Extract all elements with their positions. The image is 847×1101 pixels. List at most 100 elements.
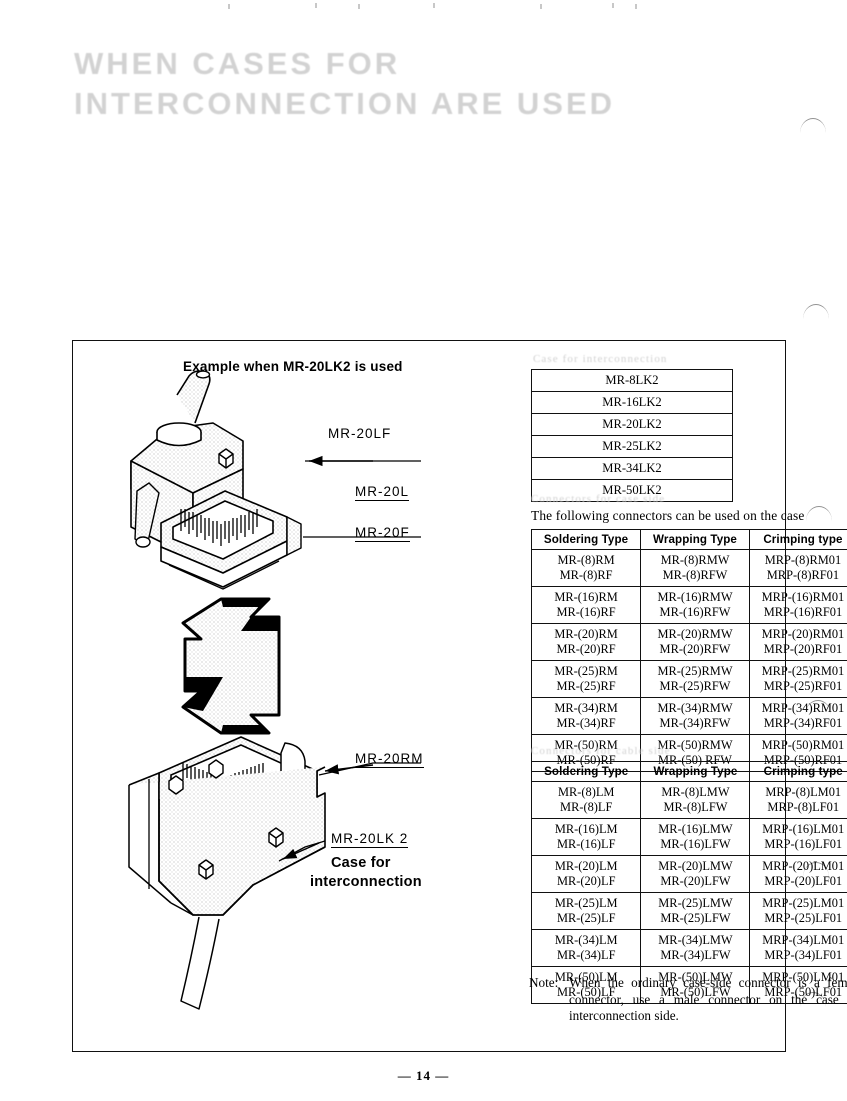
part-number-cell: MR-(25)RMW MR-(25)RFW: [640, 660, 750, 698]
part-number-cell: MR-(50)LMW MR-(50)LFW: [640, 966, 751, 1004]
scan-speck: [358, 4, 360, 9]
table-row: MR-50LK2: [531, 479, 733, 502]
scan-arc-artifact: [806, 506, 832, 521]
part-number-cell: MRP-(25)RM01 MRP-(25)RF01: [748, 660, 847, 698]
part-number-cell: MR-(34)RMW MR-(34)RFW: [640, 697, 750, 735]
table-row: MR-25LK2: [531, 435, 733, 458]
scan-arc-artifact: [800, 118, 826, 133]
part-number-cell: MR-(16)LM MR-(16)LF: [530, 818, 642, 856]
part-number-cell: MRP-(34)RM01 MRP-(34)RF01: [748, 697, 847, 735]
column-header: Soldering Type: [530, 529, 642, 550]
scan-speck: [228, 4, 230, 9]
table-row: MR-34LK2: [531, 457, 733, 480]
part-number-cell: MRP-(25)LM01 MRP-(25)LF01: [749, 892, 847, 930]
note-block: Note: When the ordinary case-side connec…: [529, 975, 847, 1025]
ghost-page-title: WHEN CASES FOR INTERCONNECTION ARE USED: [74, 46, 616, 121]
part-number-cell: MR-(16)RMW MR-(16)RFW: [640, 586, 750, 624]
part-number-cell: MRP-(34)LM01 MRP-(34)LF01: [749, 929, 847, 967]
part-number-cell: MR-(8)LM MR-(8)LF: [530, 781, 642, 819]
part-number-cell: MR-(25)LM MR-(25)LF: [530, 892, 642, 930]
scan-speck: [433, 3, 435, 8]
part-number-cell: MRP-(20)LM01 MRP-(20)LF01: [749, 855, 847, 893]
table-row: MR-20LK2: [531, 413, 733, 436]
table-row: MR-16LK2: [531, 391, 733, 414]
connector-assembly-drawing: [128, 370, 421, 1010]
case-part-number: MR-20LK2: [531, 413, 733, 436]
column-header: Wrapping Type: [640, 529, 750, 550]
label-mr20rm: MR-20RM: [355, 751, 424, 768]
part-number-cell: MR-(34)LMW MR-(34)LFW: [640, 929, 751, 967]
part-number-cell: MR-(34)LM MR-(34)LF: [530, 929, 642, 967]
note-label: Note:: [529, 975, 559, 990]
part-number-cell: MRP-(16)RM01 MRP-(16)RF01: [748, 586, 847, 624]
label-interconnection: interconnection: [310, 874, 422, 890]
ghost-caption-cable-connectors: Connectors for cable side: [531, 745, 671, 757]
case-part-number: MR-8LK2: [531, 369, 733, 392]
part-number-cell: MR-(20)LMW MR-(20)LFW: [640, 855, 751, 893]
label-mr20lk2: MR-20LK 2: [331, 831, 409, 848]
scan-speck: [612, 3, 614, 8]
part-number-cell: MRP-(50)LM01 MRP-(50)LF01: [749, 966, 847, 1004]
part-number-cell: MR-(8)LMW MR-(8)LFW: [640, 781, 751, 819]
part-number-cell: MR-(16)LMW MR-(16)LFW: [640, 818, 751, 856]
content-frame: Example when MR-20LK2 is used: [72, 340, 847, 1053]
part-number-cell: MR-(20)RM MR-(20)RF: [530, 623, 642, 661]
case-part-number: MR-25LK2: [531, 435, 733, 458]
example-caption: Example when MR-20LK2 is used: [183, 359, 403, 374]
part-number-cell: MR-(25)LMW MR-(25)LFW: [640, 892, 751, 930]
part-number-cell: MRP-(8)LM01 MRP-(8)LF01: [749, 781, 847, 819]
part-number-cell: MR-(8)RMW MR-(8)RFW: [640, 549, 750, 587]
label-mr20l: MR-20L: [355, 484, 410, 501]
part-number-cell: MR-(50)LM MR-(50)LF: [530, 966, 642, 1004]
label-mr20lf: MR-20LF: [328, 426, 392, 441]
part-number-cell: MRP-(8)RM01 MRP-(8)RF01: [748, 549, 847, 587]
table-row: MR-8LK2: [531, 369, 733, 392]
column-header: Crimping type: [749, 761, 847, 782]
intro-text: The following connectors can be used on …: [531, 508, 805, 523]
column-header: Crimping type: [748, 529, 847, 550]
ghost-caption-case-connectors: Connectors for case side: [531, 493, 666, 505]
note-body: When the ordinary case-side connector is…: [569, 975, 847, 1023]
connector-illustration: Example when MR-20LK2 is used: [73, 341, 453, 1053]
case-part-number: MR-16LK2: [531, 391, 733, 414]
scan-speck: [635, 4, 637, 9]
ghost-caption-case-list: Case for interconnection: [533, 353, 668, 365]
scan-speck: [540, 4, 542, 9]
part-number-cell: MR-(34)RM MR-(34)RF: [530, 697, 642, 735]
part-number-cell: MR-(25)RM MR-(25)RF: [530, 660, 642, 698]
scan-speck: [315, 3, 317, 8]
scan-arc-artifact: [803, 304, 829, 319]
label-case-for: Case for: [331, 855, 391, 871]
column-header: Wrapping Type: [640, 761, 751, 782]
case-part-number: MR-50LK2: [531, 479, 733, 502]
part-number-cell: MR-(8)RM MR-(8)RF: [530, 549, 642, 587]
part-number-cell: MR-(20)LM MR-(20)LF: [530, 855, 642, 893]
part-number-cell: MR-(20)RMW MR-(20)RFW: [640, 623, 750, 661]
page-number: — 14 —: [397, 1068, 450, 1083]
part-number-cell: MRP-(16)LM01 MRP-(16)LF01: [749, 818, 847, 856]
case-part-number: MR-34LK2: [531, 457, 733, 480]
part-number-cell: MR-(16)RM MR-(16)RF: [530, 586, 642, 624]
